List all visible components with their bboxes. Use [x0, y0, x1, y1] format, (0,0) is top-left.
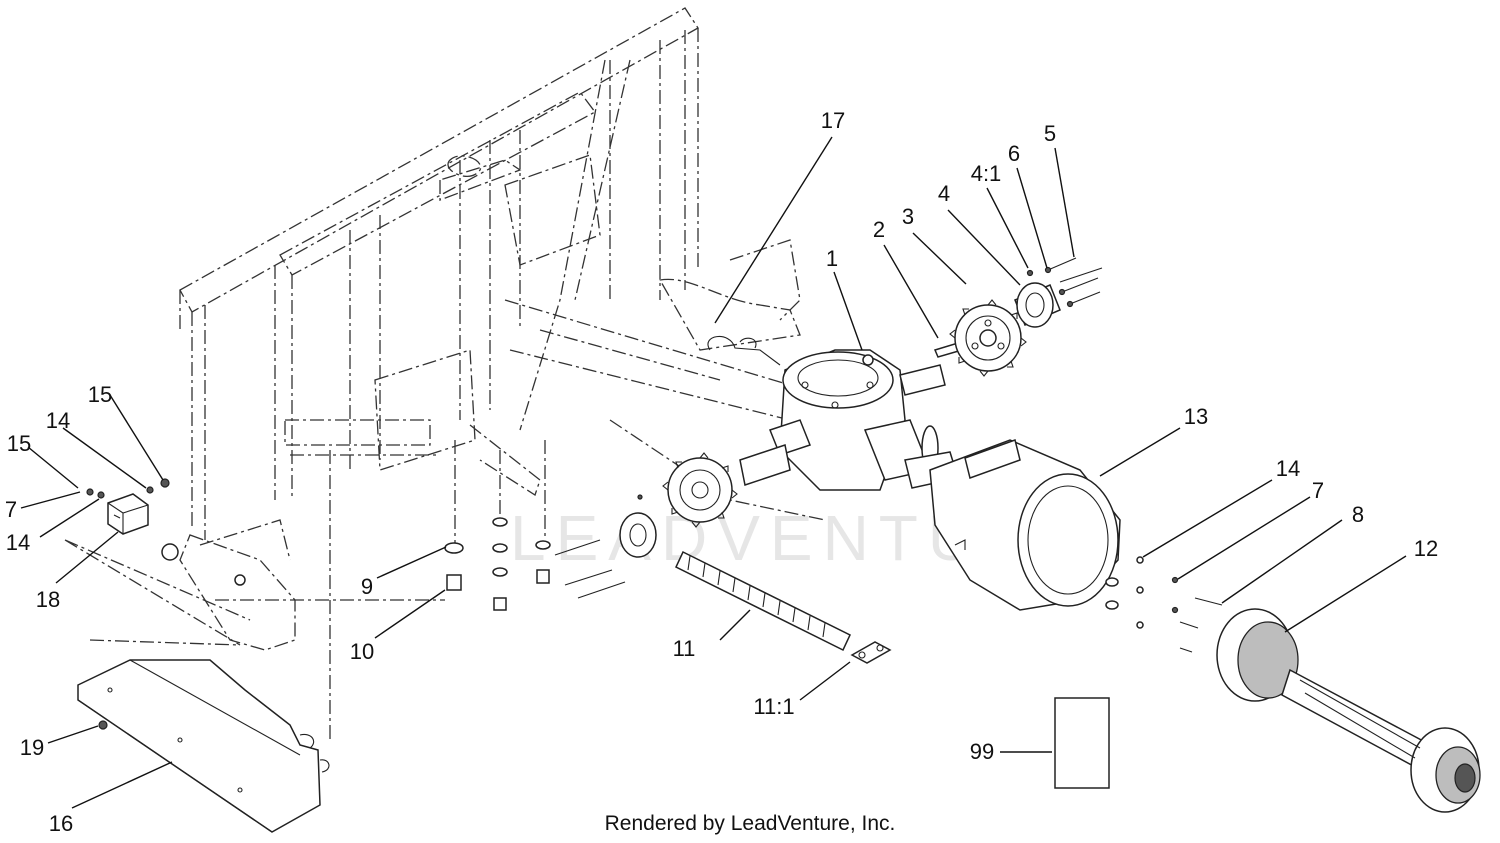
washers-and-nuts [444, 517, 551, 611]
callout-19: 19 [20, 735, 44, 760]
callout-5: 5 [1044, 121, 1056, 146]
callout-15-lower: 15 [7, 431, 31, 456]
upper-hub-and-bolts [1014, 257, 1103, 328]
retainer-hook [707, 335, 781, 366]
gearbox [739, 349, 959, 491]
callout-10: 10 [350, 639, 374, 664]
callout-99: 99 [970, 739, 994, 764]
callout-16: 16 [49, 811, 73, 836]
lower-sprocket-and-hub [554, 452, 738, 599]
callout-11-1: 11:1 [753, 694, 794, 719]
callout-4-1: 4:1 [971, 161, 1002, 186]
callout-17: 17 [821, 108, 845, 133]
callout-2: 2 [873, 217, 885, 242]
callout-4: 4 [938, 181, 950, 206]
shield-housing [929, 439, 1121, 611]
leader-lines [20, 136, 1407, 809]
callout-8: 8 [1352, 502, 1364, 527]
callout-1: 1 [826, 246, 838, 271]
callout-3: 3 [902, 204, 914, 229]
callout-15-upper: 15 [88, 382, 112, 407]
callout-13: 13 [1184, 404, 1208, 429]
roller-chain [675, 550, 892, 664]
callout-labels: 17 1 2 3 4 4:1 6 5 13 14 7 8 12 99 11 11… [5, 108, 1438, 836]
callout-6: 6 [1008, 141, 1020, 166]
callout-14-upper: 14 [46, 408, 70, 433]
shield-plate [77, 659, 330, 833]
callout-14-lower: 14 [6, 530, 30, 555]
callout-9: 9 [361, 574, 373, 599]
callout-18: 18 [36, 587, 60, 612]
pto-drive-shaft [1216, 608, 1481, 813]
callout-7-right: 7 [1312, 478, 1324, 503]
decal-plate [1054, 697, 1110, 789]
callout-11: 11 [673, 636, 696, 661]
callout-12: 12 [1414, 536, 1438, 561]
housing-hardware [1105, 556, 1223, 653]
callout-14-right: 14 [1276, 456, 1300, 481]
key-and-upper-sprocket [933, 299, 1027, 377]
mounting-frame [64, 7, 826, 740]
callout-7-left: 7 [5, 497, 17, 522]
mounting-bracket [86, 478, 246, 586]
credit-text: Rendered by LeadVenture, Inc. [605, 812, 896, 835]
